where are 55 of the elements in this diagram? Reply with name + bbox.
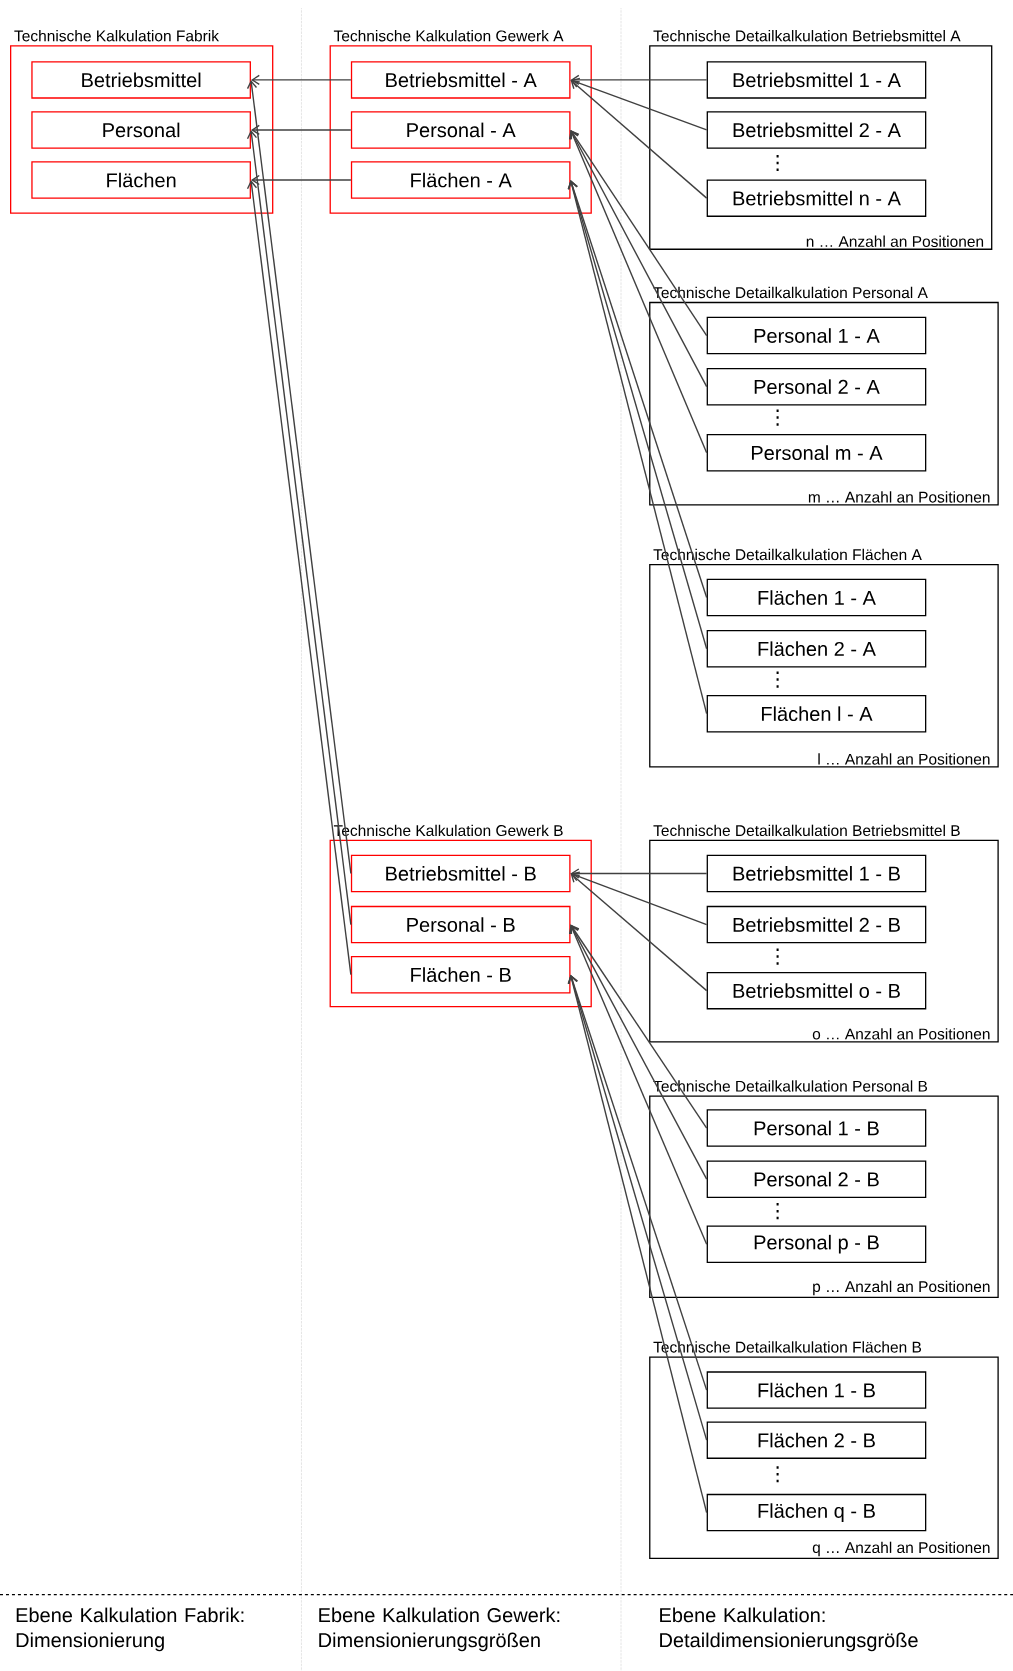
item-box: Personal 1 - A [706,316,927,355]
item-box: Personal m - A [706,433,927,472]
item-box: Betriebsmittel [31,61,251,99]
item-box: Personal 2 - A [706,367,927,406]
arrow [568,129,708,454]
item-box: Personal - A [350,111,571,149]
level-label: Ebene Kalkulation Fabrik: Dimensionierung [16,1607,244,1652]
ellipsis-mark: ⋮ [776,409,779,426]
item-box: Flächen l - A [706,694,927,733]
item-box: Betriebsmittel o - B [706,971,927,1010]
arrow [570,79,708,199]
item-box: Betriebsmittel 1 - B [706,854,927,893]
item-box: Betriebsmittel - A [350,61,571,99]
arrow [568,924,708,1245]
item-box: Personal [31,111,251,149]
arrow [250,174,352,186]
item-box: Flächen q - B [706,1493,927,1532]
item-box: Betriebsmittel 1 - A [706,61,927,99]
arrow [250,74,352,86]
item-box: Flächen 2 - B [706,1421,927,1459]
item-box: Personal 2 - B [706,1160,927,1198]
node-label: Technische Kalkulation Fabrik [14,30,219,42]
item-box: Personal - B [350,905,571,944]
arrow [250,124,352,136]
ellipsis-mark: ⋮ [776,1466,779,1483]
item-box: Flächen 1 - A [706,578,927,617]
arrow [569,924,708,1180]
arrow [570,129,708,337]
item-box: Flächen - A [350,161,571,199]
arrow [570,77,708,131]
item-box: Personal p - B [706,1225,927,1263]
item-box: Personal 1 - B [706,1109,927,1147]
item-box: Flächen [31,161,251,199]
arrow [570,871,708,926]
ellipsis-mark: ⋮ [776,671,779,688]
item-box: Flächen 2 - A [706,629,927,668]
item-box: Betriebsmittel n - A [706,179,927,217]
arrow [569,129,708,388]
item-box: Flächen 1 - B [706,1371,927,1409]
node-label: Technische Kalkulation Gewerk A [333,30,564,42]
arrow [570,868,708,879]
level-label: Ebene Kalkulation Gewerk: Dimensionierungsgrößen [319,1607,560,1652]
item-box: Betriebsmittel 2 - A [706,111,927,149]
ellipsis-mark: ⋮ [776,1203,779,1220]
ellipsis-mark: ⋮ [776,154,779,172]
node-label: Technische Detailkalkulation Betriebsmittel B [653,824,960,837]
item-box: Flächen - B [350,955,571,994]
ellipsis-mark: ⋮ [776,948,779,965]
arrow [570,74,708,86]
node-label: Technische Detailkalkulation Betriebsmittel A [653,30,961,42]
level-label: Ebene Kalkulation: Detaildimensionierungsgröße [660,1607,918,1652]
item-box: Betriebsmittel 2 - B [706,905,927,944]
arrow [570,873,708,992]
arrow [570,924,708,1129]
item-box: Betriebsmittel - B [350,854,571,893]
